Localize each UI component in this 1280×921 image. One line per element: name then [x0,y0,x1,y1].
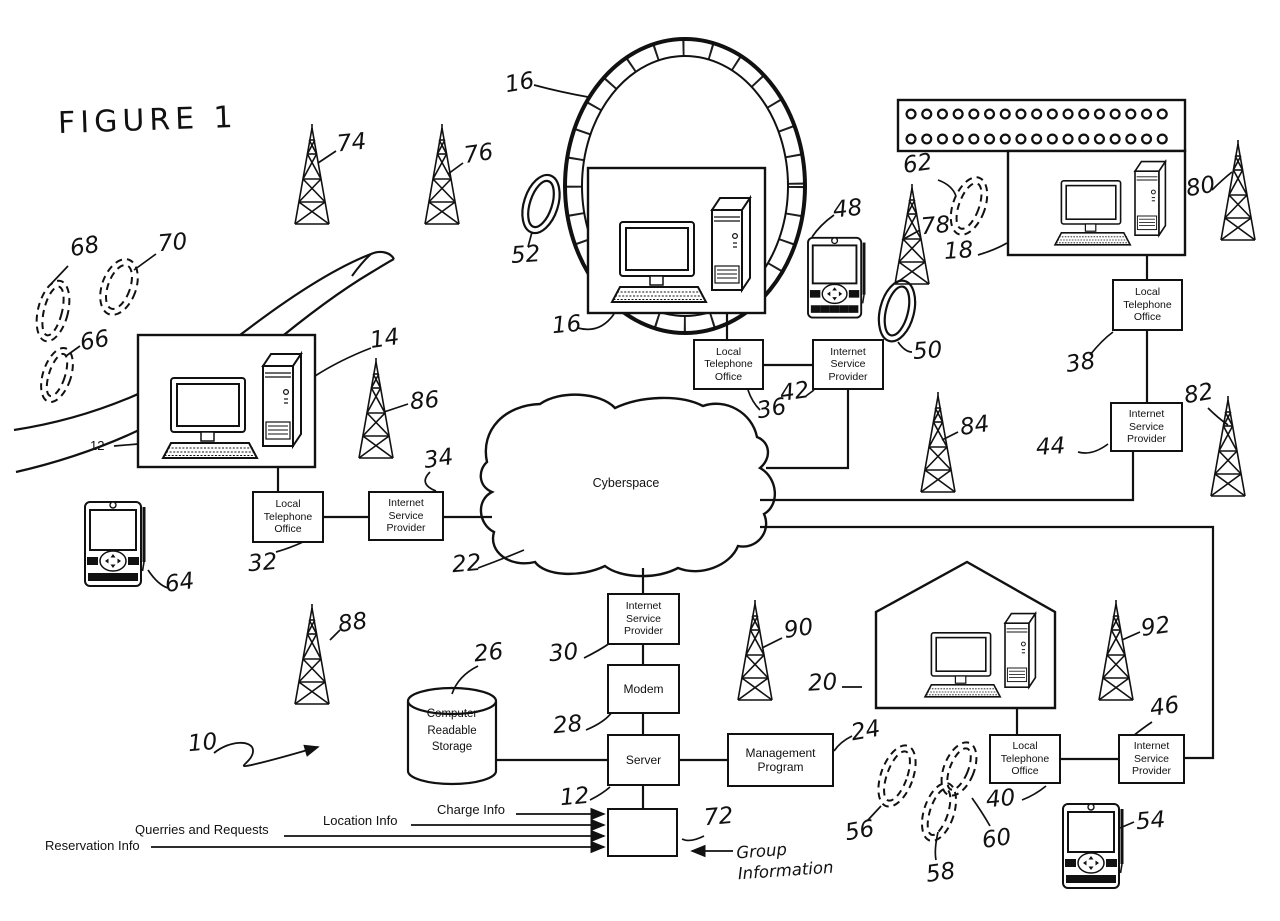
ref-label-12-server: 12 [558,782,591,812]
ref-label-70: 70 [156,228,189,258]
ref-label-80: 80 [1183,171,1218,203]
ref-label-88: 88 [336,608,369,638]
ref-label-62: 62 [901,149,934,179]
solid-ring-52 [521,173,561,235]
ref-label-10: 10 [186,728,219,758]
cell-tower-76 [424,123,460,225]
flow-label-group-information: Group Information [735,839,835,883]
ref-label-60: 60 [980,824,1013,854]
node-internet-service-provider-34: Internet Service Provider [368,491,444,541]
ref-label-24: 24 [848,715,883,747]
ref-label-82: 82 [1181,378,1216,410]
flow-arrows [151,741,733,858]
ref-label-72: 72 [702,802,735,832]
dashed-ring-60 [940,741,978,797]
ref-label-12-road: 12 [90,438,105,453]
cell-tower-88 [294,603,330,705]
storage-label: Computer Readable Storage [426,708,478,754]
ref-label-92: 92 [1139,612,1172,642]
cell-tower-74 [294,123,330,225]
ref-label-26: 26 [472,638,505,668]
ref-label-86: 86 [408,386,441,416]
node-internet-service-provider-44: Internet Service Provider [1110,402,1183,452]
ref-label-14: 14 [368,324,401,354]
ref-label-42: 42 [778,377,811,407]
dashed-ring-56 [877,744,917,808]
dashed-ring-68 [35,279,71,343]
ref-label-40: 40 [984,784,1017,814]
ref-label-30: 30 [547,638,580,668]
node-local-telephone-office-40: Local Telephone Office [989,734,1061,784]
ref-label-74: 74 [335,128,368,158]
ref-label-68: 68 [67,231,102,263]
system-squiggle-arrow [213,741,320,767]
cell-tower-80 [1220,139,1256,241]
ref-label-50: 50 [912,337,944,365]
node-modem-28: Modem [607,664,680,714]
flow-label-charge-info: Charge Info [437,802,505,817]
cell-tower-92 [1098,599,1134,701]
ref-label-34: 34 [422,444,455,474]
ref-label-76: 76 [462,139,495,169]
solid-ring-50 [877,279,917,343]
pda-device-54 [1061,802,1124,890]
ref-label-48: 48 [831,194,864,224]
node-local-telephone-office-38: Local Telephone Office [1112,279,1183,331]
flow-label-queries-requests: Querries and Requests [135,822,269,837]
leader-lines [49,84,1233,861]
node-internet-service-provider-42: Internet Service Provider [812,339,884,390]
node-server-12: Server [607,734,680,786]
storage-cylinder-26 [406,686,498,786]
flow-label-reservation-info: Reservation Info [45,838,140,853]
ref-label-90: 90 [782,614,815,644]
dashed-ring-62 [949,176,989,236]
cell-tower-84 [920,391,956,493]
ref-label-44: 44 [1035,433,1067,461]
cell-tower-86 [358,357,394,459]
node-local-telephone-office-36: Local Telephone Office [693,339,764,390]
ref-label-52: 52 [510,241,542,269]
cyberspace-cloud [479,393,777,578]
pda-device-48 [806,236,866,320]
ref-label-64: 64 [163,568,196,598]
node-local-telephone-office-32: Local Telephone Office [252,491,324,543]
flow-label-location-info: Location Info [323,813,398,828]
info-hub-box-72 [607,808,678,857]
ref-label-16-wheel: 16 [502,67,537,99]
cyberspace-label: Cyberspace [592,476,660,490]
pda-device-64 [83,500,146,588]
ref-label-32: 32 [246,548,279,578]
ref-label-56: 56 [842,815,877,847]
ref-label-46: 46 [1148,692,1181,722]
ref-label-58: 58 [924,858,957,888]
dashed-ring-66 [40,347,74,403]
node-management-program: Management Program [727,733,834,787]
cell-tower-90 [737,599,773,701]
figure-title: FIGURE 1 [57,99,239,142]
marquee-sign [896,98,1187,153]
ref-label-22: 22 [450,549,483,579]
ref-label-84: 84 [958,411,991,441]
ref-label-16-box: 16 [550,310,583,340]
cell-tower-82 [1210,395,1246,497]
dashed-ring-58 [920,782,958,842]
node-internet-service-provider-30: Internet Service Provider [607,593,680,645]
dashed-ring-70 [99,258,139,316]
ref-label-78: 78 [919,211,952,241]
node-internet-service-provider-46: Internet Service Provider [1118,734,1185,784]
ref-label-18: 18 [943,237,975,265]
ref-label-20: 20 [807,669,838,697]
ref-label-66: 66 [77,325,112,357]
ref-label-54: 54 [1134,806,1167,836]
ref-label-28: 28 [551,710,584,740]
ref-label-38: 38 [1064,348,1097,378]
